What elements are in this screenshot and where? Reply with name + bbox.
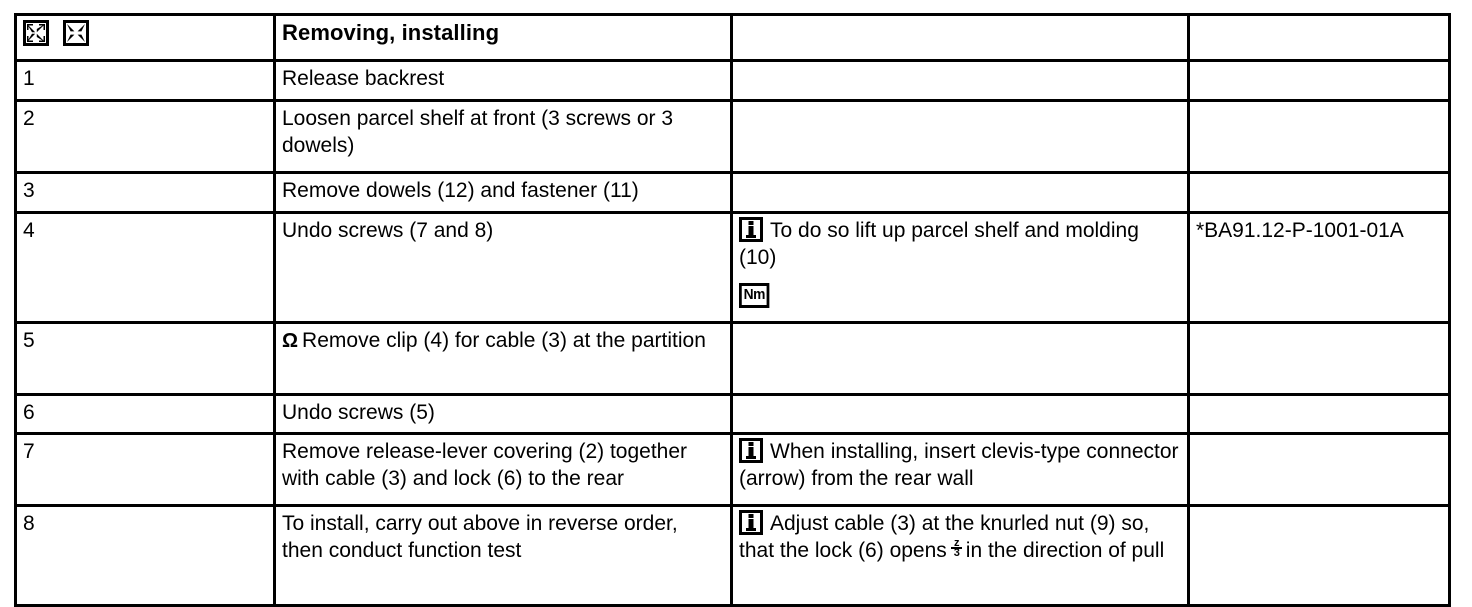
row-number-cell: 4	[14, 211, 276, 324]
table-row: 8 To install, carry out above in reverse…	[14, 504, 1451, 607]
row-step-cell: Release backrest	[273, 59, 733, 102]
procedure-table: Removing, installing 1 Release backrest	[14, 13, 1451, 607]
omega-symbol: Ω	[282, 330, 299, 352]
header-ref-cell	[1187, 13, 1451, 62]
row-step-cell: Undo screws (7 and 8)	[273, 211, 733, 324]
row-number-cell: 5	[14, 321, 276, 396]
step-text: Undo screws (5)	[282, 401, 435, 424]
row-note-cell	[730, 171, 1190, 214]
info-icon	[739, 510, 763, 535]
glyph-bar	[951, 547, 963, 550]
row-ref-cell	[1187, 504, 1451, 607]
header-title-cell: Removing, installing	[273, 13, 733, 62]
step-text: Release backrest	[282, 67, 445, 90]
row-number: 6	[23, 401, 35, 424]
row-ref-cell: *BA91.12-P-1001-01A	[1187, 211, 1451, 324]
note-text: When installing, insert clevis-type conn…	[739, 440, 1179, 491]
row-ref-cell	[1187, 432, 1451, 507]
glyph-bottom: 3	[953, 547, 960, 560]
row-note-cell	[730, 393, 1190, 435]
step-text: Loosen parcel shelf at front (3 screws o…	[282, 107, 674, 158]
row-ref-cell	[1187, 59, 1451, 102]
row-step-cell: Undo screws (5)	[273, 393, 733, 435]
row-number: 5	[23, 329, 35, 352]
row-ref-cell	[1187, 393, 1451, 435]
row-note-cell: When installing, insert clevis-type conn…	[730, 432, 1190, 507]
row-note-cell	[730, 321, 1190, 396]
step-text: Remove release-lever covering (2) togeth…	[282, 440, 688, 491]
procedure-table-page: Removing, installing 1 Release backrest	[14, 13, 1451, 607]
table-row: 4 Undo screws (7 and 8) To do so lift up…	[14, 211, 1451, 324]
reference-text: *BA91.12-P-1001-01A	[1196, 219, 1404, 242]
expand-arrows-icon[interactable]	[23, 20, 49, 46]
row-number: 1	[23, 67, 35, 90]
step-text: To install, carry out above in reverse o…	[282, 512, 678, 563]
row-ref-cell	[1187, 99, 1451, 174]
row-number: 3	[23, 179, 35, 202]
row-note-cell	[730, 59, 1190, 102]
row-step-cell: Remove release-lever covering (2) togeth…	[273, 432, 733, 507]
row-number-cell: 3	[14, 171, 276, 214]
table-header-row: Removing, installing	[14, 13, 1451, 62]
header-icons-cell	[14, 13, 276, 62]
torque-nm-icon: Nm	[739, 282, 770, 308]
info-icon	[739, 438, 763, 463]
step-text: Remove clip (4) for cable (3) at the par…	[302, 329, 706, 352]
note-text-part1: Adjust cable (3) at the knurled nut (9) …	[739, 512, 1150, 563]
step-text: Remove dowels (12) and fastener (11)	[282, 179, 639, 202]
row-number-cell: 2	[14, 99, 276, 174]
table-row: 2 Loosen parcel shelf at front (3 screws…	[14, 99, 1451, 174]
row-ref-cell	[1187, 171, 1451, 214]
table-row: 3 Remove dowels (12) and fastener (11)	[14, 171, 1451, 214]
note-text-part2: in the direction of pull	[965, 539, 1165, 563]
row-note-cell	[730, 99, 1190, 174]
row-number: 4	[23, 219, 35, 242]
collapse-arrows-icon[interactable]	[63, 20, 89, 46]
glyph-top: z	[954, 537, 960, 550]
table-row: 1 Release backrest	[14, 59, 1451, 102]
row-number-cell: 8	[14, 504, 276, 607]
row-number: 2	[23, 107, 35, 130]
table-row: 7 Remove release-lever covering (2) toge…	[14, 432, 1451, 507]
note-text: To do so lift up parcel shelf and moldin…	[739, 219, 1139, 270]
row-note-cell: Adjust cable (3) at the knurled nut (9) …	[730, 504, 1190, 607]
header-note-cell	[730, 13, 1190, 62]
page-title: Removing, installing	[282, 20, 500, 45]
table-row: 6 Undo screws (5)	[14, 393, 1451, 435]
row-number-cell: 6	[14, 393, 276, 435]
row-number-cell: 7	[14, 432, 276, 507]
row-number-cell: 1	[14, 59, 276, 102]
info-icon	[739, 217, 763, 242]
row-step-cell: Loosen parcel shelf at front (3 screws o…	[273, 99, 733, 174]
row-ref-cell	[1187, 321, 1451, 396]
row-note-cell: To do so lift up parcel shelf and moldin…	[730, 211, 1190, 324]
row-step-cell: Remove dowels (12) and fastener (11)	[273, 171, 733, 214]
row-number: 7	[23, 440, 35, 463]
step-text: Undo screws (7 and 8)	[282, 219, 494, 242]
row-step-cell: To install, carry out above in reverse o…	[273, 504, 733, 607]
row-number: 8	[23, 512, 35, 535]
